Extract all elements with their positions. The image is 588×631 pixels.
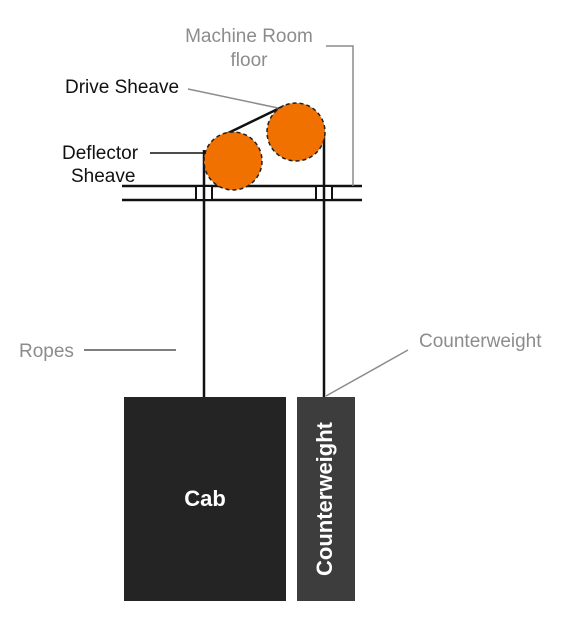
- counterweight-box: [297, 397, 355, 601]
- drive-sheave-label: Drive Sheave: [65, 77, 179, 98]
- counterweight-callout-label: Counterweight: [419, 331, 542, 352]
- drive-sheave-callout-line: [187, 88, 279, 109]
- rope-between-sheaves: [221, 104, 285, 138]
- counterweight-box-label: Counterweight: [312, 421, 337, 576]
- machine-room-label-line1: Machine Room: [185, 26, 313, 47]
- ropes-label: Ropes: [19, 341, 74, 362]
- deflector-sheave-label-line1: Deflector: [62, 143, 139, 164]
- machine-room-label-line2: floor: [231, 50, 269, 71]
- machine-room-callout-line: [326, 45, 354, 186]
- deflector-sheave: [203, 131, 263, 191]
- cab-label: Cab: [184, 486, 226, 511]
- counterweight-callout-line: [325, 349, 409, 397]
- cab-box: [124, 397, 286, 601]
- deflector-sheave-label-line2: Sheave: [71, 166, 135, 187]
- drive-sheave: [266, 102, 326, 162]
